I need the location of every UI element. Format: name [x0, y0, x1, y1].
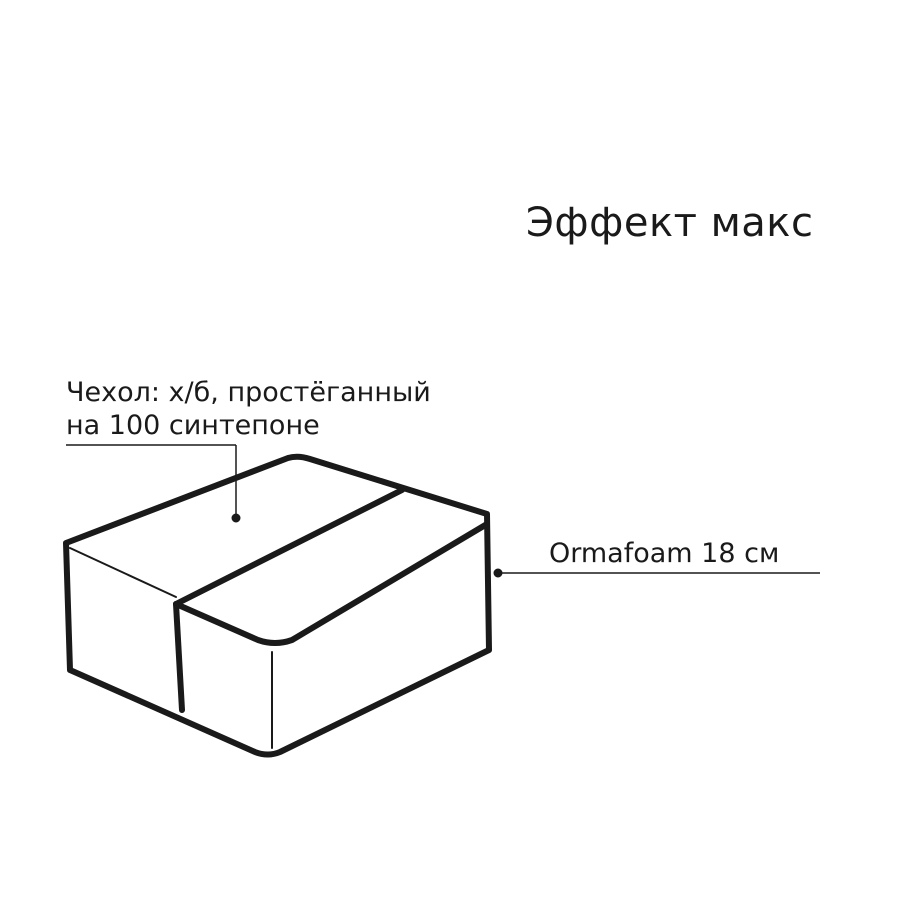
product-title: Эффект макс [526, 200, 814, 246]
mattress-outline [63, 453, 492, 758]
cover-callout-label: Чехол: х/б, простёганный на 100 синтепон… [66, 376, 431, 442]
cover-callout-line-1: Чехол: х/б, простёганный [66, 377, 431, 408]
foam-callout-label: Ormafoam 18 см [549, 538, 780, 569]
foam-callout-dot [493, 568, 503, 578]
side-panel-top-seam [69, 547, 177, 598]
top-face-front-edge [173, 521, 490, 646]
cover-band-front-vertical [173, 601, 185, 713]
cover-callout-line-2: на 100 синтепоне [66, 410, 320, 441]
cover-band-edge-left [173, 487, 405, 607]
cover-callout-dot [231, 513, 241, 523]
